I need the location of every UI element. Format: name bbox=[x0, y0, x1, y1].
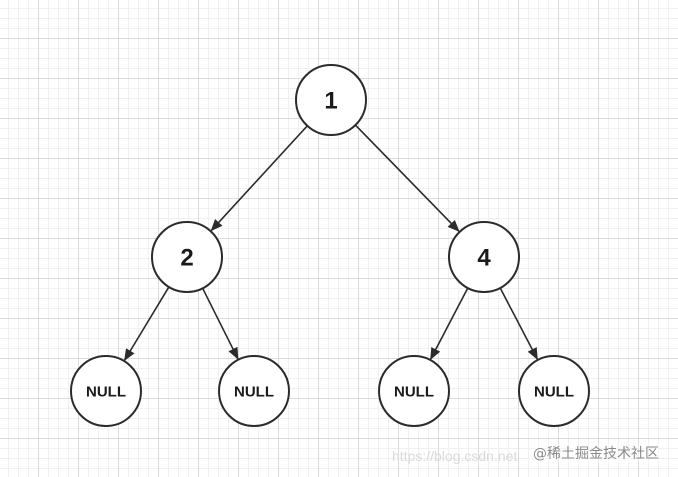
null-node-l1: NULL bbox=[70, 355, 142, 427]
node-label: 1 bbox=[324, 88, 337, 115]
null-node-l4: NULL bbox=[518, 355, 590, 427]
node-label: NULL bbox=[534, 384, 574, 401]
node-circle bbox=[151, 221, 223, 293]
watermark-label: @稀土掘金技术社区 bbox=[533, 443, 659, 463]
edge-n4-to-l3 bbox=[429, 287, 469, 360]
edges-layer bbox=[123, 124, 539, 362]
node-label: NULL bbox=[234, 384, 274, 401]
edge-n4-to-l4 bbox=[499, 287, 539, 360]
node-circle bbox=[378, 355, 450, 427]
node-label: 2 bbox=[180, 245, 193, 272]
edge-n2-to-l1 bbox=[123, 286, 170, 362]
node-label: NULL bbox=[394, 384, 434, 401]
tree-node-n4: 4 bbox=[448, 221, 520, 293]
node-label: 4 bbox=[477, 245, 491, 272]
tree-node-n2: 2 bbox=[151, 221, 223, 293]
tree-node-n1: 1 bbox=[295, 64, 367, 136]
edge-n1-to-n4 bbox=[354, 124, 460, 232]
node-circle bbox=[218, 355, 290, 427]
null-node-l3: NULL bbox=[378, 355, 450, 427]
node-circle bbox=[518, 355, 590, 427]
edge-n2-to-l2 bbox=[201, 287, 239, 360]
node-circle bbox=[70, 355, 142, 427]
node-circle bbox=[295, 64, 367, 136]
edge-n1-to-n2 bbox=[210, 125, 308, 232]
watermark-url: https://blog.csdn.net bbox=[392, 448, 518, 464]
node-circle bbox=[448, 221, 520, 293]
null-node-l2: NULL bbox=[218, 355, 290, 427]
node-label: NULL bbox=[86, 384, 126, 401]
